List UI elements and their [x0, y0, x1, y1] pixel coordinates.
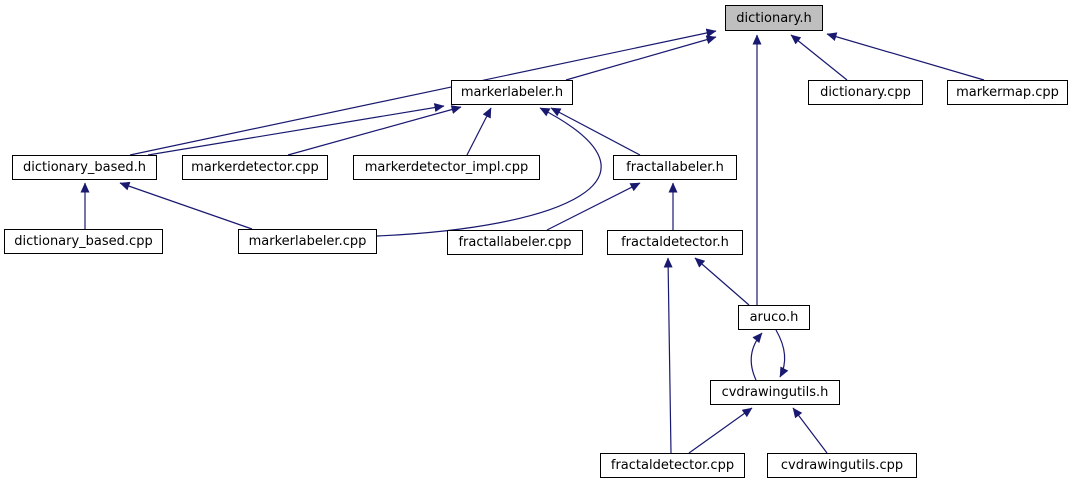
- edge-dictionary_based_h-to-markerlabeler_h: [147, 103, 445, 156]
- node-fractallabeler_h[interactable]: fractallabeler.h: [613, 155, 737, 180]
- edge-dictionary_cpp-to-dictionary_h: [790, 34, 848, 81]
- node-aruco_h[interactable]: aruco.h: [738, 305, 810, 330]
- edge-fractaldetector_cpp-to-fractaldetector_h: [663, 257, 673, 454]
- node-markerlabeler_cpp[interactable]: markerlabeler.cpp: [238, 229, 377, 254]
- node-markerlabeler_h[interactable]: markerlabeler.h: [451, 80, 573, 105]
- node-dictionary_based_cpp[interactable]: dictionary_based.cpp: [4, 229, 163, 254]
- node-dictionary_h: dictionary.h: [725, 5, 823, 31]
- node-cvdrawingutils_cpp[interactable]: cvdrawingutils.cpp: [767, 453, 917, 478]
- edge-cvdrawingutils_cpp-to-cvdrawingutils_h: [792, 407, 828, 454]
- edge-aruco_h-to-fractaldetector_h: [694, 257, 750, 306]
- edge-markerdetector_impl_cpp-to-markerlabeler_h: [466, 107, 492, 156]
- edge-fractaldetector_cpp-to-cvdrawingutils_h: [688, 407, 753, 454]
- node-cvdrawingutils_h[interactable]: cvdrawingutils.h: [710, 380, 840, 405]
- node-dictionary_cpp[interactable]: dictionary.cpp: [808, 80, 923, 105]
- edge-fractallabeler_cpp-to-fractallabeler_h: [546, 182, 641, 231]
- edge-markermap_cpp-to-dictionary_h: [826, 32, 985, 81]
- edge-aruco_h-to-cvdrawingutils_h: [775, 329, 789, 378]
- node-fractaldetector_h[interactable]: fractaldetector.h: [607, 230, 743, 255]
- edge-markerlabeler_h-to-dictionary_h: [565, 35, 717, 81]
- node-markerdetector_impl_cpp[interactable]: markerdetector_impl.cpp: [353, 155, 540, 180]
- node-markerdetector_cpp[interactable]: markerdetector.cpp: [182, 155, 328, 180]
- node-dictionary_based_h[interactable]: dictionary_based.h: [12, 155, 157, 180]
- edge-fractallabeler_h-to-markerlabeler_h: [550, 107, 641, 156]
- edges-group: [80, 28, 985, 454]
- node-fractaldetector_cpp[interactable]: fractaldetector.cpp: [600, 453, 745, 478]
- edge-markerdetector_cpp-to-markerlabeler_h: [287, 105, 462, 156]
- edge-markerlabeler_cpp-to-dictionary_based_h: [119, 181, 253, 230]
- node-markermap_cpp[interactable]: markermap.cpp: [947, 80, 1068, 105]
- edge-cvdrawingutils_h-to-aruco_h: [750, 332, 763, 381]
- node-fractallabeler_cpp[interactable]: fractallabeler.cpp: [447, 230, 583, 255]
- edge-dictionary_based_h-to-dictionary_h: [129, 28, 717, 156]
